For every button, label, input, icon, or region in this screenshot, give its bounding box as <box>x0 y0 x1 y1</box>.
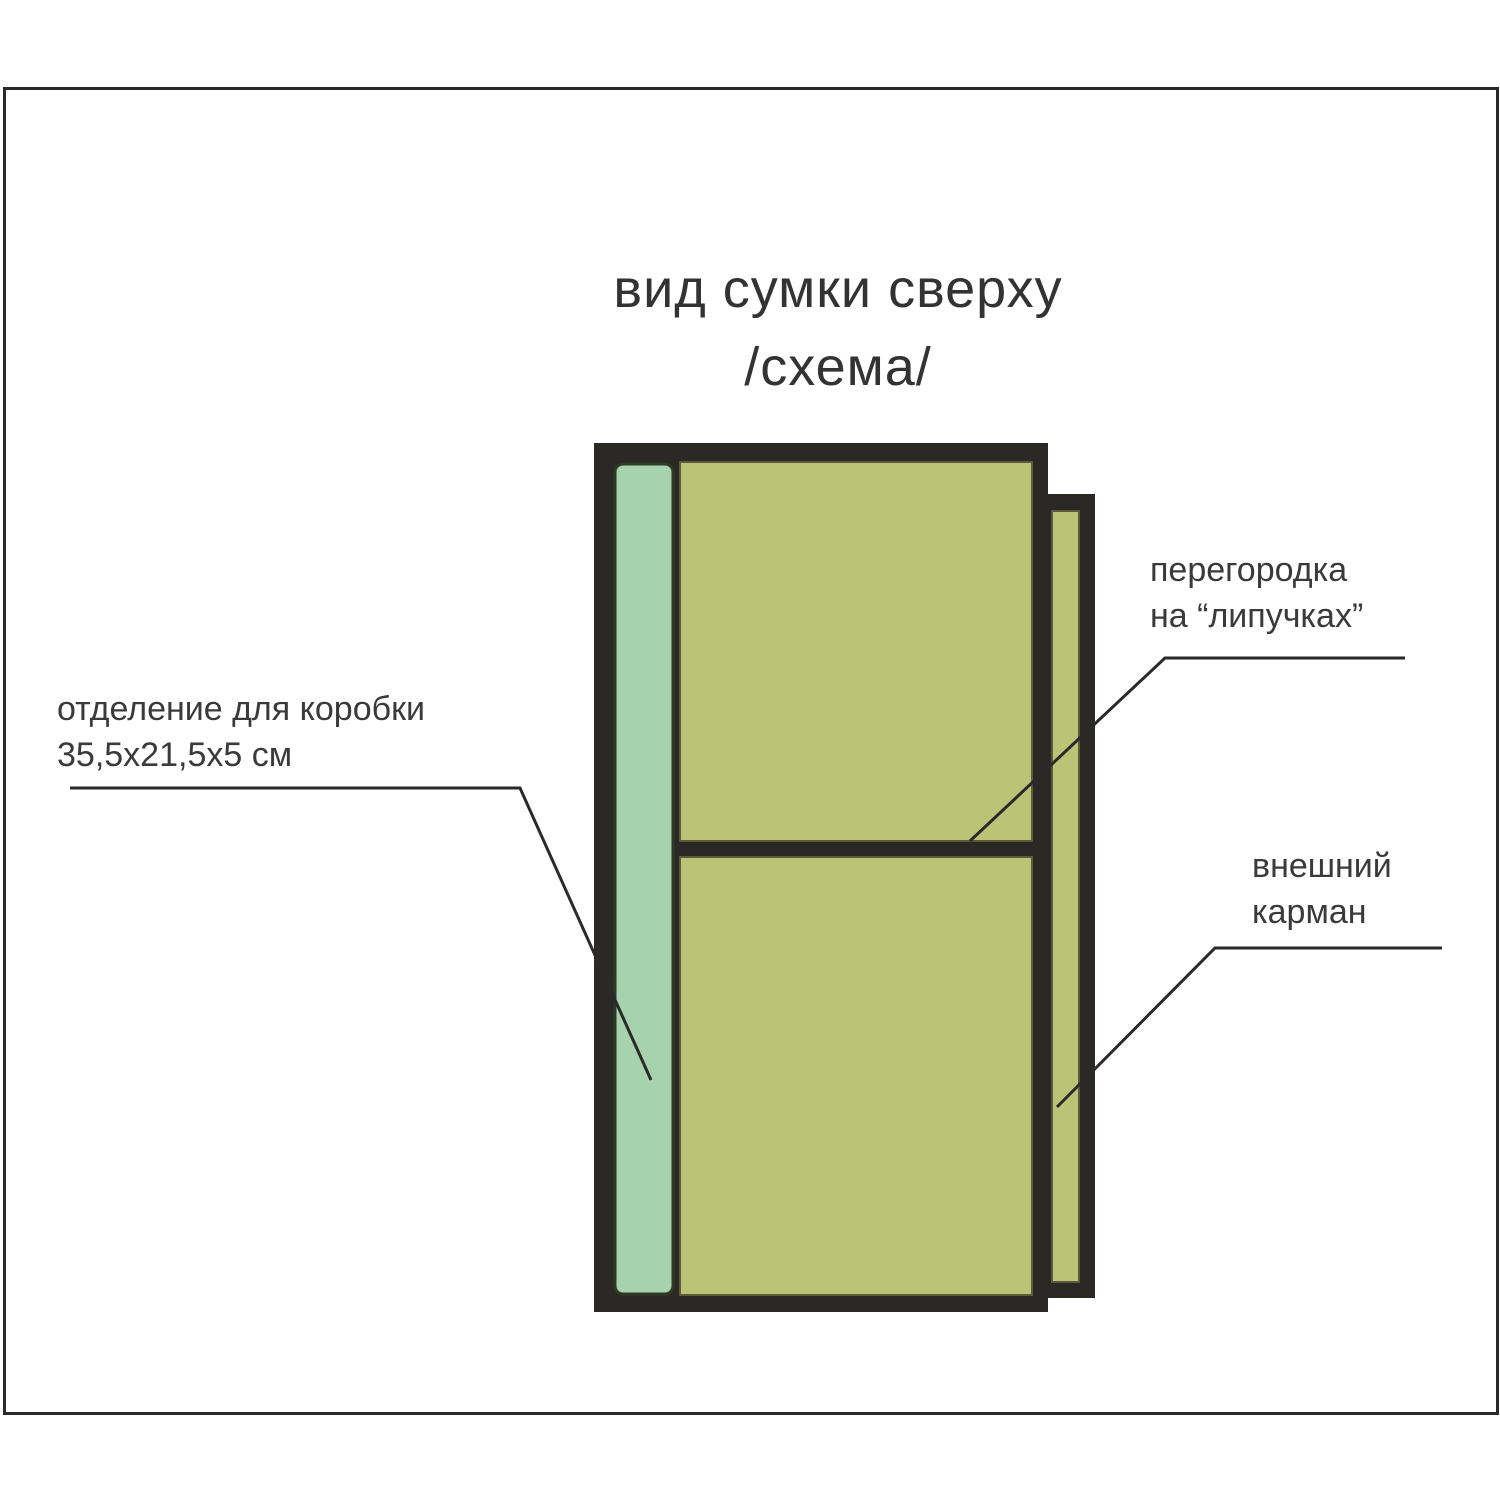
diagram-frame <box>3 87 1499 1415</box>
diagram-subtitle: /схема/ <box>744 337 932 397</box>
box-compartment-size: 35,5x21,5x5 см <box>57 736 293 774</box>
box-compartment <box>613 462 675 1296</box>
leader-box-compartment <box>70 786 653 1081</box>
box-compartment-label-line1: отделение для коробки <box>57 690 425 728</box>
divider-label-line1: перегородка <box>1150 551 1348 589</box>
diagram-title: вид сумки сверху <box>613 259 1063 319</box>
outer-pocket-label: внешний карман <box>1252 843 1392 935</box>
divider-label: перегородка на “липучках” <box>1150 547 1363 639</box>
leader-outer-pocket <box>1055 946 1442 1109</box>
outer-pocket-label-line1: внешний <box>1252 847 1392 885</box>
outer-pocket-fill <box>1051 510 1080 1283</box>
box-compartment-label: отделение для коробки 35,5x21,5x5 см <box>57 686 425 778</box>
outer-pocket-label-line2: карман <box>1252 893 1367 931</box>
lower-compartment <box>679 856 1033 1296</box>
leader-divider <box>968 656 1405 843</box>
divider-label-line2: на “липучках” <box>1150 597 1364 635</box>
upper-compartment <box>679 461 1033 842</box>
